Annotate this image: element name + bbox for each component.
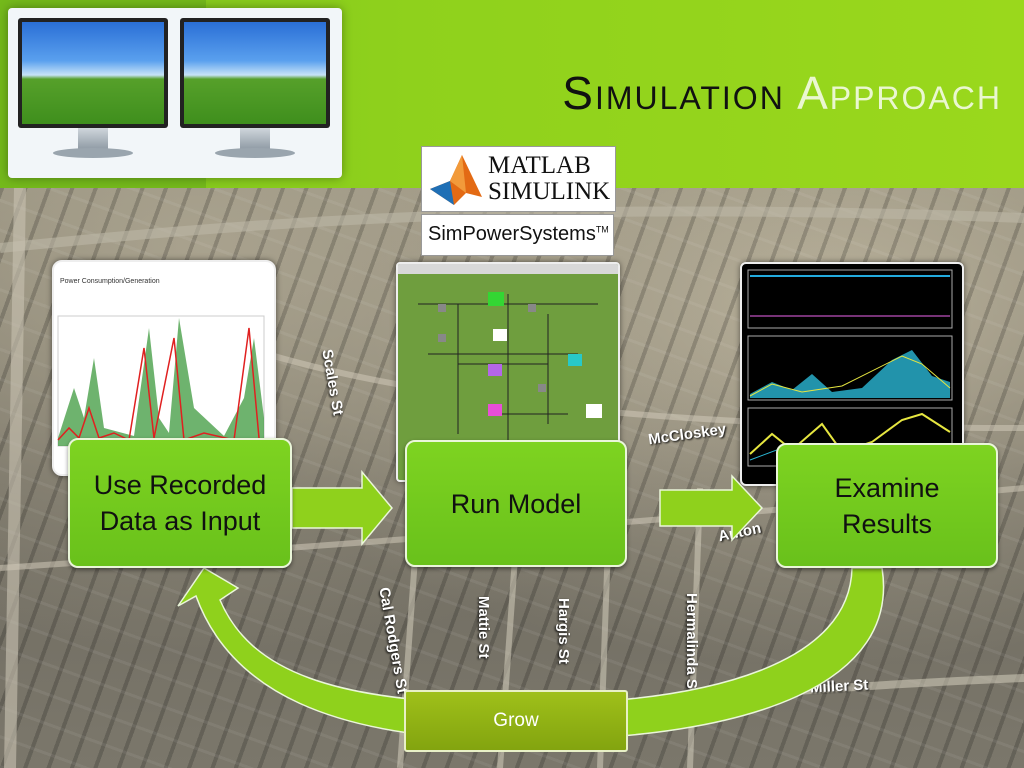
matlab-simulink-logo: MATLAB SIMULINK xyxy=(421,146,616,212)
data-chart-title: Power Consumption/Generation xyxy=(60,278,160,285)
simpower-label: SimPowerSystems xyxy=(428,223,596,245)
step-examine-results: Examine Results xyxy=(776,443,998,568)
step-run-model: Run Model xyxy=(405,440,627,567)
slide-title: Simulation Approach xyxy=(562,66,1002,120)
street-label-hargis: Hargis St xyxy=(555,598,572,664)
step-grow-label: Grow xyxy=(493,710,539,731)
street-label-hermalinda: Hermalinda St xyxy=(683,593,700,694)
monitor-left xyxy=(18,18,168,158)
step-results-line2: Results xyxy=(841,508,932,539)
power-consumption-chart xyxy=(57,315,265,447)
step-use-recorded-data: Use Recorded Data as Input xyxy=(68,438,292,568)
simpowersystems-logo: SimPowerSystemsTM xyxy=(421,214,614,256)
title-part2: Approach xyxy=(797,67,1002,119)
matlab-label: MATLAB xyxy=(488,152,591,179)
trademark-mark: TM xyxy=(595,224,609,235)
wallpaper-left xyxy=(22,22,164,124)
step-run-label: Run Model xyxy=(450,488,582,519)
simulink-block-diagram xyxy=(418,292,602,452)
model-window-menubar xyxy=(398,264,618,274)
monitor-right xyxy=(180,18,330,158)
dual-monitors-image xyxy=(8,8,342,178)
street-label-miller: Miller St xyxy=(809,676,869,697)
step-results-line1: Examine xyxy=(834,472,940,503)
street-label-mattie: Mattie St xyxy=(475,596,492,659)
title-part1: Simulation xyxy=(562,67,785,119)
step-input-line2: Data as Input xyxy=(99,506,261,536)
simulink-label: SIMULINK xyxy=(488,178,611,205)
wallpaper-right xyxy=(184,22,326,124)
step-input-line1: Use Recorded xyxy=(93,470,267,500)
matlab-membrane-icon xyxy=(430,155,482,205)
step-grow: Grow xyxy=(404,690,628,752)
